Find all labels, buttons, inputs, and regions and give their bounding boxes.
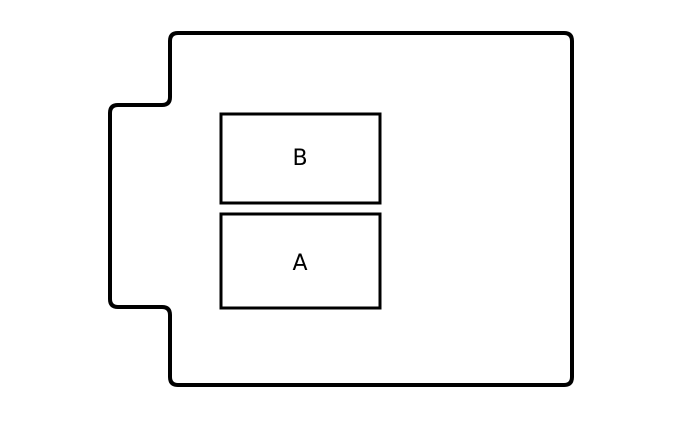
outer-enclosure-outline — [108, 31, 574, 387]
box-b-label: B — [292, 146, 307, 171]
inner-box-a[interactable]: A — [219, 212, 382, 310]
box-a-label: A — [292, 251, 307, 276]
box-b-rect[interactable] — [219, 112, 382, 205]
inner-box-b[interactable]: B — [219, 112, 382, 205]
box-a-rect[interactable] — [219, 212, 382, 310]
